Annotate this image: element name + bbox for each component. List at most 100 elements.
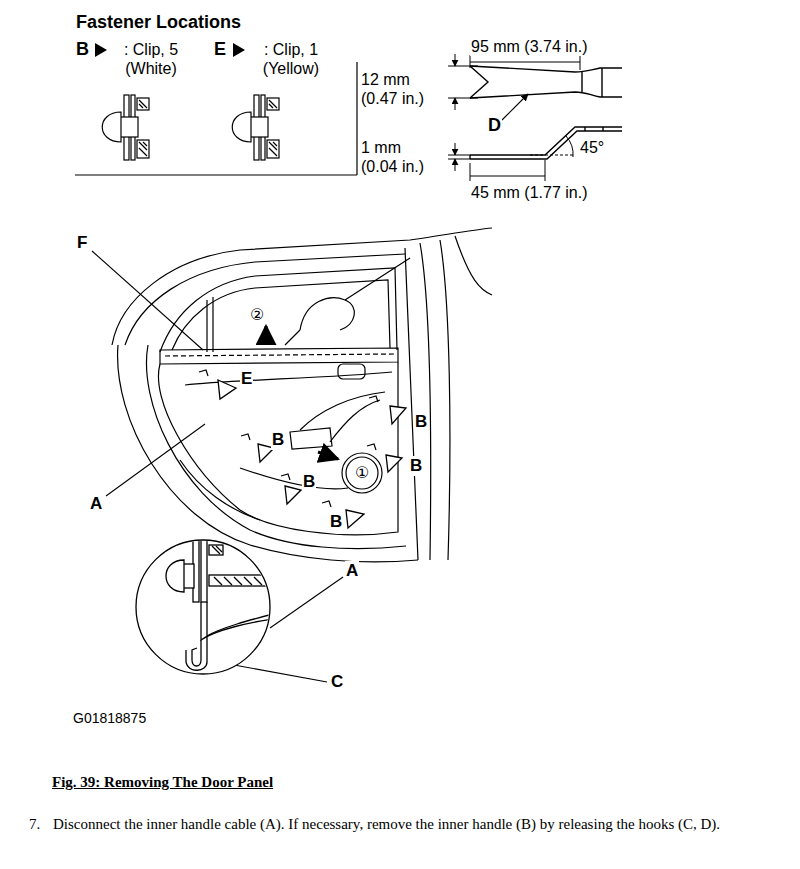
dimension-line xyxy=(448,66,478,67)
trim-tool xyxy=(470,66,622,72)
car-door xyxy=(338,364,365,379)
car-door xyxy=(112,228,492,562)
clip-icon xyxy=(232,95,279,160)
part-letter: D xyxy=(487,115,502,137)
section-divider xyxy=(356,62,357,175)
dimension-line xyxy=(455,98,456,110)
detail-inset xyxy=(166,560,184,592)
car-door xyxy=(146,345,406,549)
dimension-label: 1 mm (0.04 in.) xyxy=(360,138,432,176)
car-door xyxy=(165,354,395,356)
part-letter: B xyxy=(329,512,343,532)
callout-number: ① xyxy=(354,463,370,482)
part-letter: B xyxy=(409,456,423,476)
clip-location xyxy=(367,444,376,450)
part-letter: F xyxy=(76,233,88,253)
car-door xyxy=(160,348,398,364)
dimension-line xyxy=(448,98,478,99)
direction-arrow xyxy=(266,326,338,459)
legend-text: : Clip, 1 (Yellow) xyxy=(248,40,334,78)
leader-line xyxy=(106,424,205,496)
clip-symbol xyxy=(233,43,245,57)
detail-inset xyxy=(201,540,207,602)
clip-icon xyxy=(102,95,279,160)
clip-location xyxy=(199,370,208,376)
trim-tool xyxy=(469,155,470,159)
clip-icon xyxy=(232,112,251,142)
part-letter: B xyxy=(271,430,285,450)
trim-tool xyxy=(470,66,488,98)
leader-line xyxy=(270,577,343,628)
car-door xyxy=(405,248,418,560)
clip-location xyxy=(281,474,290,480)
callout-number: ② xyxy=(249,305,265,324)
dimension-line xyxy=(448,54,580,181)
car-door xyxy=(118,345,418,562)
car-door xyxy=(112,228,492,345)
trim-tool xyxy=(582,68,602,97)
car-door xyxy=(172,280,390,350)
clip-icon xyxy=(102,95,149,160)
car-door xyxy=(180,460,260,520)
car-door xyxy=(240,468,348,489)
part-letter: B xyxy=(302,472,316,492)
dimension-label: 95 mm (3.74 in.) xyxy=(470,37,588,56)
dimension-line xyxy=(448,159,470,160)
car-door xyxy=(300,298,354,330)
clip-icon xyxy=(269,100,277,156)
dimension-line xyxy=(455,159,456,171)
clip-symbol xyxy=(218,380,236,399)
clip-symbol xyxy=(346,510,364,528)
car-door xyxy=(420,243,431,560)
trim-tool xyxy=(585,127,603,131)
instruction-text: Disconnect the inner handle cable (A). I… xyxy=(52,814,770,834)
detail-inset xyxy=(186,636,207,670)
dimension-line xyxy=(470,62,580,63)
detail-inset xyxy=(192,640,201,666)
part-letter: B xyxy=(414,412,428,432)
trim-tool xyxy=(470,92,622,98)
car-door xyxy=(285,258,410,345)
trim-tool xyxy=(470,66,622,159)
clip-symbol xyxy=(285,486,301,504)
section-divider xyxy=(75,174,357,175)
dimension-label: 45 mm (1.77 in.) xyxy=(470,183,588,202)
car-door xyxy=(330,400,380,442)
dimension-line xyxy=(455,143,456,155)
detail-inset xyxy=(214,577,272,585)
car-door xyxy=(342,453,382,493)
clip-location xyxy=(369,396,378,402)
detail-inset xyxy=(136,540,280,674)
clip-symbol xyxy=(95,43,107,57)
direction-arrow xyxy=(265,326,268,340)
figure-code: G01818875 xyxy=(72,710,147,727)
clip-location xyxy=(199,370,378,507)
legend-text: : Clip, 5 (White) xyxy=(110,40,192,78)
car-door xyxy=(346,457,378,489)
clip-location xyxy=(322,501,331,507)
direction-arrow xyxy=(318,452,338,459)
dimension-line xyxy=(470,163,471,181)
part-letter: A xyxy=(345,561,359,581)
car-door xyxy=(290,428,332,449)
clip-symbol xyxy=(390,406,406,424)
leader-line xyxy=(502,94,528,120)
detail-inset xyxy=(201,602,280,640)
figure-caption: Fig. 39: Removing The Door Panel xyxy=(52,773,273,791)
car-door xyxy=(455,236,492,295)
car-door xyxy=(440,240,450,560)
clip-symbol xyxy=(386,455,402,472)
car-door xyxy=(207,297,213,352)
clip-location xyxy=(241,434,250,440)
detail-inset xyxy=(209,575,279,586)
detail-inset xyxy=(212,546,222,554)
dimension-line xyxy=(455,54,456,66)
legend-letter: B xyxy=(75,39,90,61)
part-letter: E xyxy=(240,369,253,389)
detail-inset xyxy=(207,602,280,636)
dimension-label: 12 mm (0.47 in.) xyxy=(360,70,432,108)
detail-inset xyxy=(209,545,223,555)
detail-inset xyxy=(166,540,280,670)
leader-line xyxy=(92,251,203,350)
